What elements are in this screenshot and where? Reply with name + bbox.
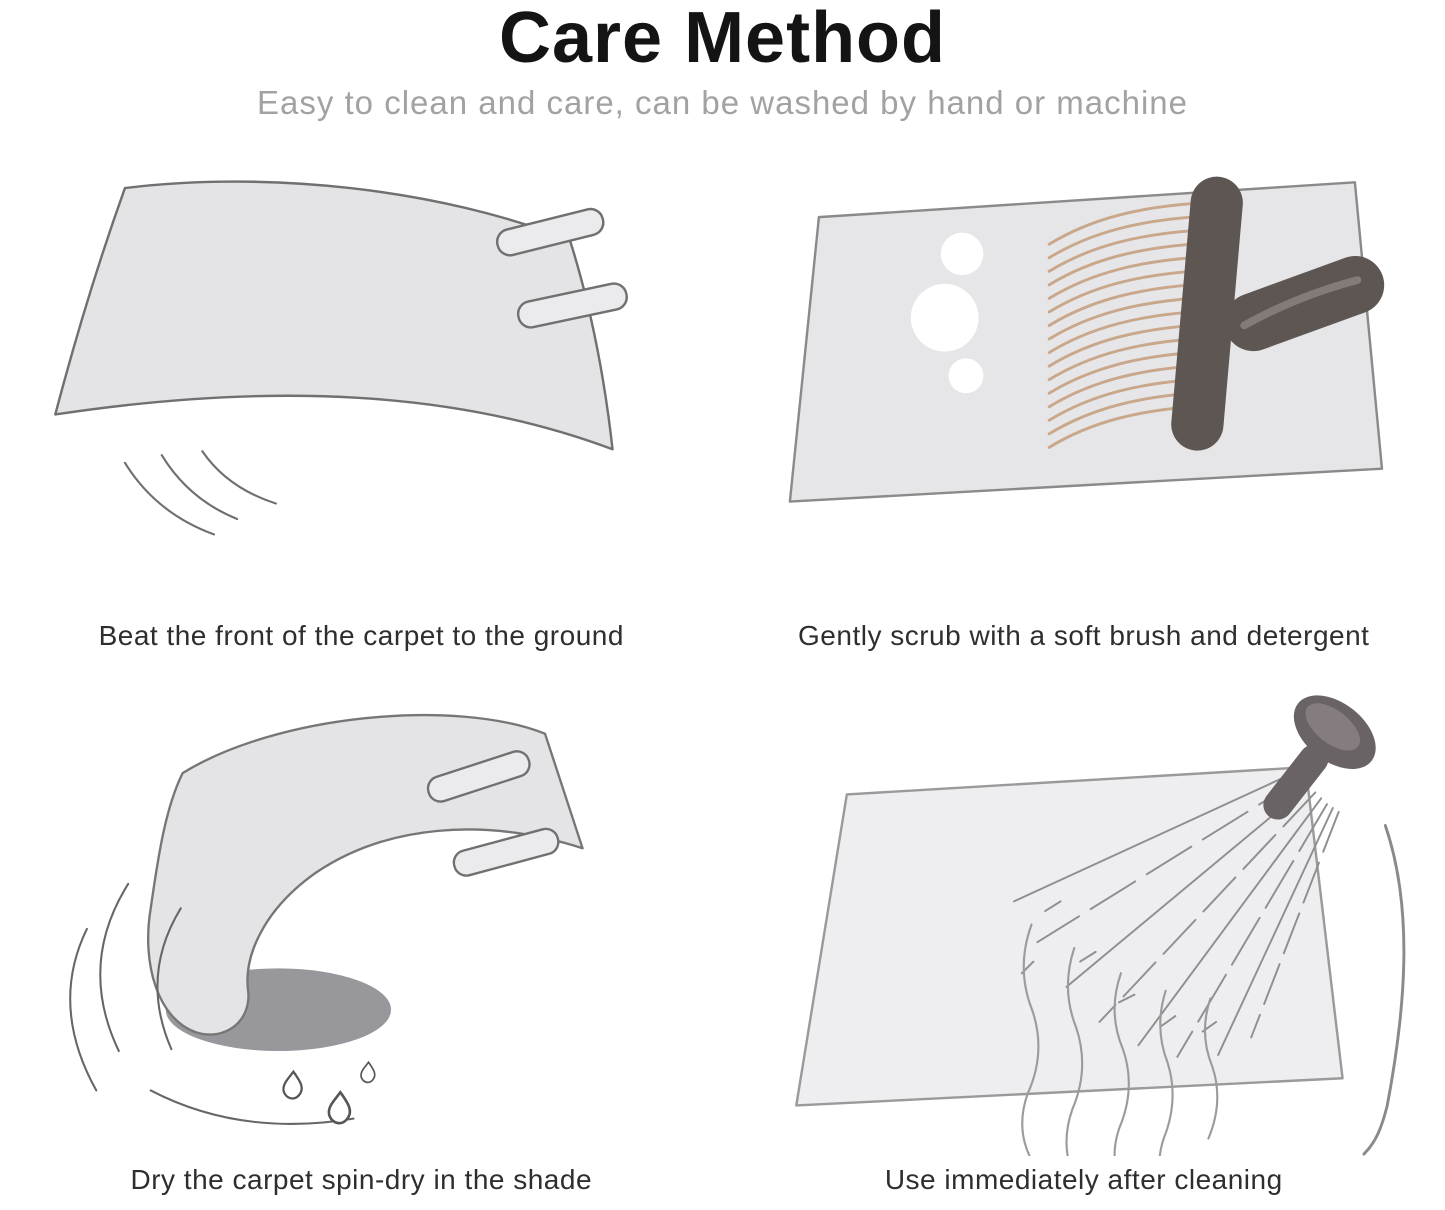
step-scrub-art bbox=[731, 122, 1438, 616]
brush-handle bbox=[1224, 256, 1384, 352]
shower-head bbox=[1263, 695, 1376, 820]
carpet-spin-dry-icon bbox=[69, 713, 584, 1125]
steps-grid: Beat the front of the carpet to the grou… bbox=[0, 122, 1445, 1210]
step-rinse-caption: Use immediately after cleaning bbox=[884, 1164, 1283, 1195]
step-spin-dry: Dry the carpet spin-dry in the shade bbox=[0, 666, 723, 1210]
page-title: Care Method bbox=[498, 0, 947, 78]
shower-rinse-icon bbox=[794, 695, 1406, 1156]
step-rinse-art bbox=[731, 666, 1438, 1160]
step-dry-art bbox=[8, 666, 715, 1160]
page-header: Care Method Easy to clean and care, can … bbox=[0, 0, 1445, 122]
step-rinse-shower: Use immediately after cleaning bbox=[723, 666, 1445, 1210]
carpet-beating-icon bbox=[54, 180, 629, 536]
carpet-tag bbox=[427, 750, 531, 803]
step-dry-caption: Dry the carpet spin-dry in the shade bbox=[130, 1164, 593, 1195]
carpet-tag bbox=[517, 282, 629, 329]
step-beat-caption: Beat the front of the carpet to the grou… bbox=[98, 620, 624, 651]
carpet-tag bbox=[452, 827, 560, 877]
soft-brush-scrub-icon bbox=[788, 176, 1384, 503]
page-subtitle: Easy to clean and care, can be washed by… bbox=[256, 84, 1189, 121]
brush-body bbox=[1170, 176, 1243, 451]
step-beat-art bbox=[8, 122, 715, 616]
step-scrub-brush: Gently scrub with a soft brush and deter… bbox=[723, 122, 1445, 666]
step-beat-carpet: Beat the front of the carpet to the grou… bbox=[0, 122, 723, 666]
carpet-tag bbox=[496, 207, 605, 257]
step-scrub-caption: Gently scrub with a soft brush and deter… bbox=[798, 620, 1370, 651]
